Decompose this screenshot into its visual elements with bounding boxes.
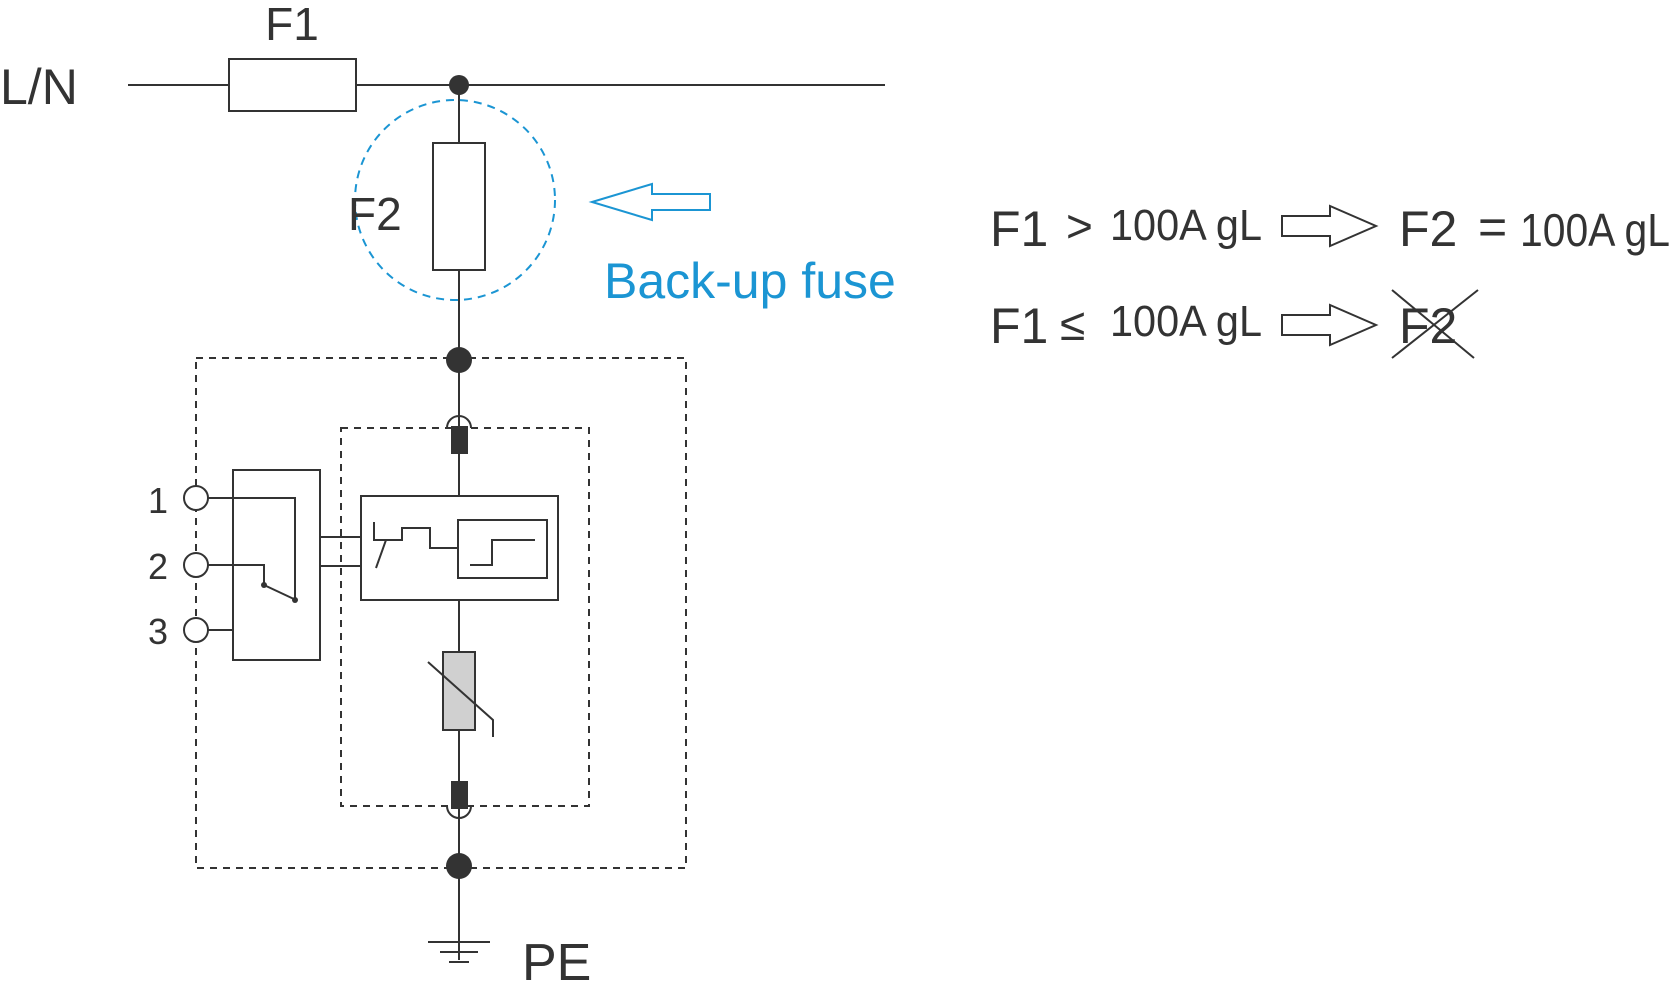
plug-contact-top — [451, 426, 468, 454]
terminal-1 — [183, 485, 209, 511]
contact-wiring-1 — [208, 497, 296, 600]
terminal-2-label: 2 — [148, 546, 168, 587]
disconnector-switch-icon — [373, 522, 458, 569]
rule-2-cross-icon — [1391, 289, 1475, 359]
junction-top — [449, 75, 469, 95]
terminal-1-label: 1 — [148, 480, 168, 521]
rule-2-cross-icon — [1391, 289, 1479, 359]
fuse-f2 — [432, 142, 486, 271]
plug-contact-bottom — [451, 781, 468, 809]
rule-1-result-value: 100A gL — [1520, 204, 1670, 256]
varistor-slope-icon — [427, 661, 494, 737]
terminal-3 — [183, 617, 209, 643]
contact-wiring-2 — [208, 564, 265, 583]
rule-1-arrow-icon — [1281, 204, 1379, 248]
junction-device-top — [446, 347, 472, 373]
fuse-f2-label: F2 — [348, 188, 402, 240]
plug-connector-bottom — [446, 805, 472, 819]
terminal-2 — [183, 552, 209, 578]
switch-pivot — [261, 582, 267, 588]
rule-1-result-name: F2 — [1399, 201, 1457, 257]
switch-contact — [292, 597, 298, 603]
protection-module — [340, 427, 590, 807]
rule-2-rating: 100A gL — [1110, 297, 1262, 346]
rule-2-lhs: F1 — [990, 298, 1048, 354]
fuse-f1-label: F1 — [265, 0, 319, 50]
backup-fuse-highlight — [354, 99, 556, 301]
device-enclosure — [195, 357, 687, 869]
switch-blade-icon — [263, 584, 297, 601]
backup-fuse-label: Back-up fuse — [604, 253, 896, 309]
junction-device-bottom — [446, 853, 472, 879]
line-label: L/N — [0, 59, 78, 115]
earth-label: PE — [522, 934, 591, 985]
rule-1-lhs: F1 — [990, 201, 1048, 257]
plug-connector-top — [446, 415, 472, 429]
rule-1-rating: 100A gL — [1110, 201, 1262, 250]
fuse-f1 — [228, 58, 357, 112]
step-indicator-icon — [470, 539, 535, 566]
rule-2-arrow-icon — [1281, 303, 1379, 347]
rule-2-op: ≤ — [1060, 298, 1085, 350]
terminal-3-label: 3 — [148, 611, 168, 652]
rule-1-result-op: = — [1478, 199, 1507, 255]
backup-arrow-icon — [588, 182, 711, 222]
rule-1-op: > — [1066, 200, 1093, 252]
disconnector-indicator — [457, 519, 548, 579]
